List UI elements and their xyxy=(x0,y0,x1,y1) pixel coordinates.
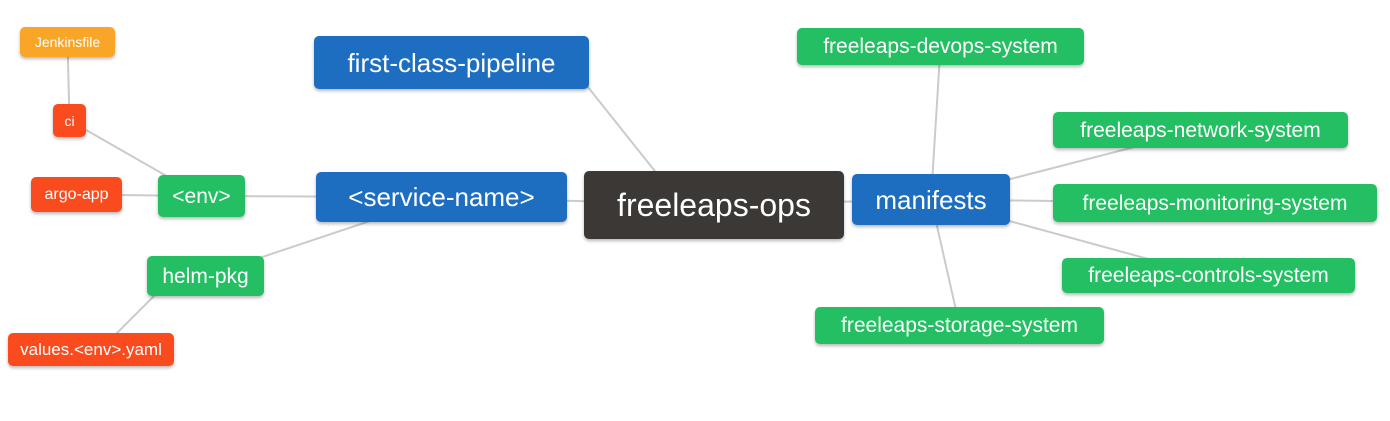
edge-values-env-yaml-helm-pkg xyxy=(109,289,161,341)
node-label: freeleaps-storage-system xyxy=(841,314,1078,337)
node-jenkinsfile[interactable]: Jenkinsfile xyxy=(20,27,115,57)
node-freeleaps-storage-system[interactable]: freeleaps-storage-system xyxy=(815,307,1104,344)
node-label: Jenkinsfile xyxy=(34,34,101,50)
node-freeleaps-monitoring-system[interactable]: freeleaps-monitoring-system xyxy=(1053,184,1377,222)
node-label: freeleaps-controls-system xyxy=(1088,264,1329,287)
node-label: <env> xyxy=(172,184,231,208)
node-ci[interactable]: ci xyxy=(53,104,86,137)
node-manifests[interactable]: manifests xyxy=(852,174,1010,225)
node-helm-pkg[interactable]: helm-pkg xyxy=(147,256,264,296)
node-label: ci xyxy=(64,112,75,129)
node-service-name[interactable]: <service-name> xyxy=(316,172,567,222)
node-freeleaps-ops[interactable]: freeleaps-ops xyxy=(584,171,844,239)
node-values-env-yaml[interactable]: values.<env>.yaml xyxy=(8,333,174,366)
node-label: freeleaps-ops xyxy=(617,187,811,223)
node-first-class-pipeline[interactable]: first-class-pipeline xyxy=(314,36,589,89)
node-label: helm-pkg xyxy=(162,264,249,288)
node-env[interactable]: <env> xyxy=(158,175,245,217)
node-freeleaps-devops-system[interactable]: freeleaps-devops-system xyxy=(797,28,1084,65)
node-label: freeleaps-monitoring-system xyxy=(1082,191,1348,215)
node-label: argo-app xyxy=(44,185,109,203)
node-freeleaps-controls-system[interactable]: freeleaps-controls-system xyxy=(1062,258,1355,293)
node-label: <service-name> xyxy=(348,182,535,212)
node-freeleaps-network-system[interactable]: freeleaps-network-system xyxy=(1053,112,1348,148)
node-argo-app[interactable]: argo-app xyxy=(31,177,122,212)
node-label: first-class-pipeline xyxy=(347,47,556,78)
node-label: values.<env>.yaml xyxy=(20,340,162,359)
node-label: manifests xyxy=(875,184,987,215)
node-label: freeleaps-network-system xyxy=(1080,118,1321,142)
node-label: freeleaps-devops-system xyxy=(823,35,1058,58)
